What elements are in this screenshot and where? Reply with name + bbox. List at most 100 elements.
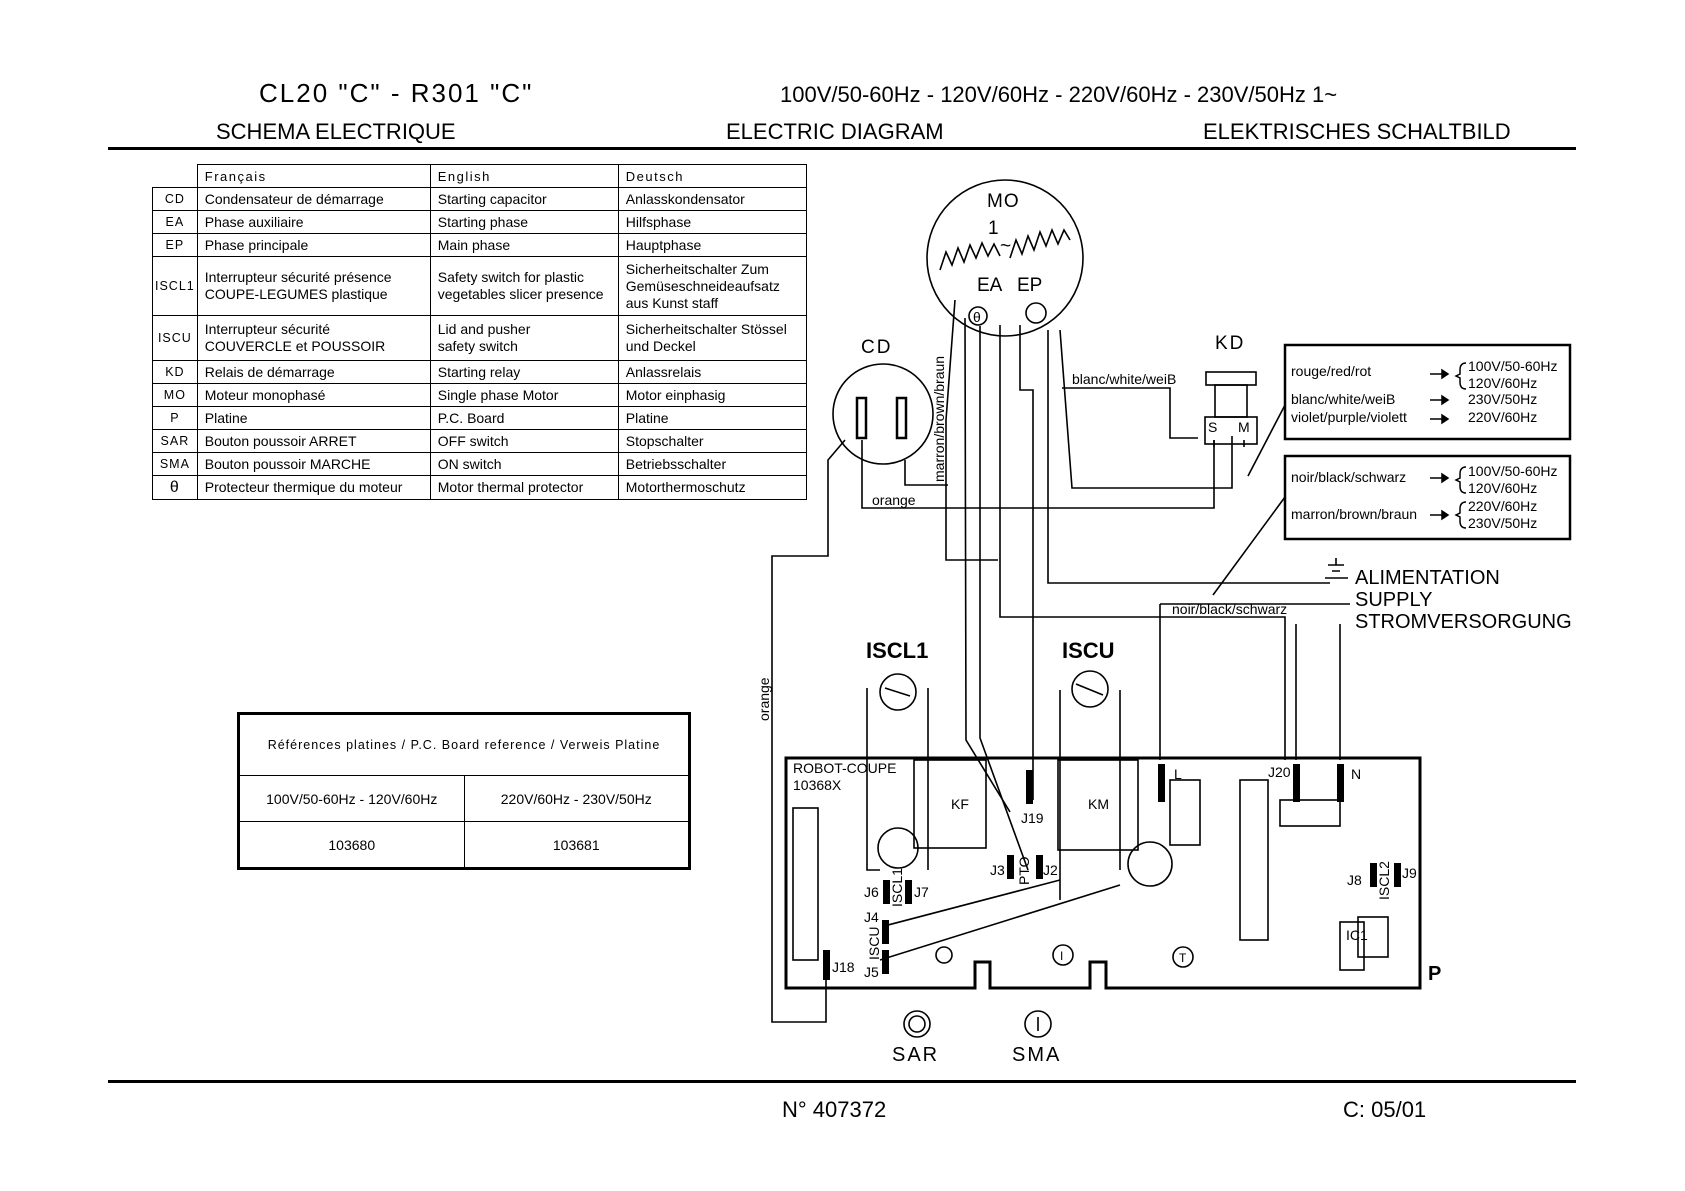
arrow-3 [1430,413,1450,425]
capacitor-plate-1 [855,396,868,440]
wire-legend-1-v1: 100V/50-60Hz [1468,358,1558,374]
wire-legend-2-v3: 220V/60Hz [1468,498,1537,514]
board-component-4 [1279,799,1341,827]
wire-white-2 [1062,387,1198,439]
label-iscu-pin: ISCU [866,927,882,960]
label-sar: SAR [892,1044,939,1066]
wire-legend-2-v1: 100V/50-60Hz [1468,463,1558,479]
wire-ground [1047,330,1330,584]
sar-button-inner [908,1015,926,1033]
wire-legend-1-color-3: violet/purple/violett [1291,409,1407,425]
label-j19: J19 [1021,810,1044,826]
legend-en: Lid and pusher safety switch [429,315,619,361]
connector-l [1158,764,1165,802]
legend-fr: Phase auxiliaire [196,210,431,234]
title-fr: SCHEMA ELECTRIQUE [216,119,456,144]
legend-code: EP [152,233,198,257]
label-kd: KD [1215,333,1245,354]
wire-legend-1-v4: 220V/60Hz [1468,409,1537,425]
legend-table: Français English Deutsch CD Condensateur… [152,164,807,500]
legend-de: Hilfsphase [617,210,807,234]
title-en: ELECTRIC DIAGRAM [726,119,944,144]
connector-j3 [1007,855,1014,879]
footer-rule [108,1080,1576,1083]
document-number: N° 407372 [782,1097,887,1122]
connector-n [1337,764,1344,802]
legend-fr: Bouton poussoir ARRET [196,429,431,453]
iscl1-switch-lever [884,687,911,697]
label-supply-en: SUPPLY [1355,589,1432,611]
iscl1-switch-symbol [879,673,917,711]
wire-legend-2-v4: 230V/50Hz [1468,515,1537,531]
legend-en: Starting capacitor [429,187,619,211]
brace-2 [1454,466,1467,494]
connector-j8 [1370,863,1377,887]
brace-1 [1454,362,1467,390]
arrow-4 [1430,472,1450,484]
legend-en: Single phase Motor [429,383,619,407]
legend-row: CD Condensateur de démarrage Starting ca… [152,187,807,211]
label-theta: θ [973,309,981,325]
connector-j2 [1036,855,1043,879]
label-n: N [1351,766,1361,782]
wire-legend-2-color-1: noir/black/schwarz [1291,469,1406,485]
wire-legend-1-color-2: blanc/white/weiB [1291,391,1395,407]
sma-button [1024,1010,1052,1038]
wire-legend-box-1 [1283,343,1572,441]
legend-code: ISCU [152,315,198,361]
arrow-1 [1430,368,1450,380]
brace-3 [1454,501,1467,529]
start-relay-head [1214,384,1248,418]
legend-row: EP Phase principale Main phase Hauptphas… [152,233,807,257]
label-iscl1-pin: ISCL1 [889,868,905,907]
arrow-2 [1430,394,1450,406]
wire-orange-2 [771,439,846,1023]
legend-fr: Interrupteur sécurité COUVERCLE et POUSS… [196,315,431,361]
connector-j5 [882,950,889,974]
board-reference-table: Références platines / P.C. Board referen… [237,712,691,870]
label-mo-phase: 1 [988,218,999,239]
label-wire-black: noir/black/schwarz [1172,601,1287,617]
label-j6: J6 [864,884,879,900]
wire-legend-1-v3: 230V/50Hz [1468,391,1537,407]
legend-fr: Phase principale [196,233,431,257]
board-component-3 [1239,779,1269,941]
legend-de: Platine [617,406,807,430]
pc-board-outline [784,756,1422,990]
board-o-mark [935,946,953,964]
label-j20: J20 [1268,764,1291,780]
board-ref-voltage-2: 220V/60Hz - 230V/50Hz [463,775,690,822]
label-l: L [1174,766,1182,782]
model-title: CL20 "C" - R301 "C" [259,78,534,108]
label-wire-orange-h: orange [872,492,916,508]
motor-winding-ea [939,240,1001,271]
iscl1-switch-wire [866,688,929,871]
label-j8: J8 [1347,872,1362,888]
legend-row: P Platine P.C. Board Platine [152,406,807,430]
wire-motor-3 [999,325,1286,760]
label-t-mark: T [1179,951,1187,965]
wire-orange [861,440,1215,509]
legend-header-de: Deutsch [617,164,807,188]
wire-brown [945,299,998,561]
label-i-mark: I [1060,949,1063,963]
label-km: KM [1088,796,1109,812]
legend-en: P.C. Board [429,406,619,430]
label-mo-tilde: ~ [1000,236,1011,257]
legend-header-fr: Français [196,164,431,188]
legend-en: Starting phase [429,210,619,234]
label-ic1: IC1 [1346,927,1368,943]
legend-de: Anlasskondensator [617,187,807,211]
ground-symbol [1025,302,1047,324]
wire-motor-4 [1019,325,1034,800]
sar-button-outer [903,1010,931,1038]
legend-row: EA Phase auxiliaire Starting phase Hilfs… [152,210,807,234]
board-trace-1 [879,879,1121,961]
label-wire-brown: marron/brown/braun [931,356,947,482]
connector-j19 [1026,770,1033,804]
wire-legend-1-v2: 120V/60Hz [1468,375,1537,391]
label-ep: EP [1017,275,1042,296]
board-i-mark [1052,944,1074,966]
voltage-title: 100V/50-60Hz - 120V/60Hz - 220V/60Hz - 2… [780,82,1338,107]
legend-fr: Condensateur de démarrage [196,187,431,211]
